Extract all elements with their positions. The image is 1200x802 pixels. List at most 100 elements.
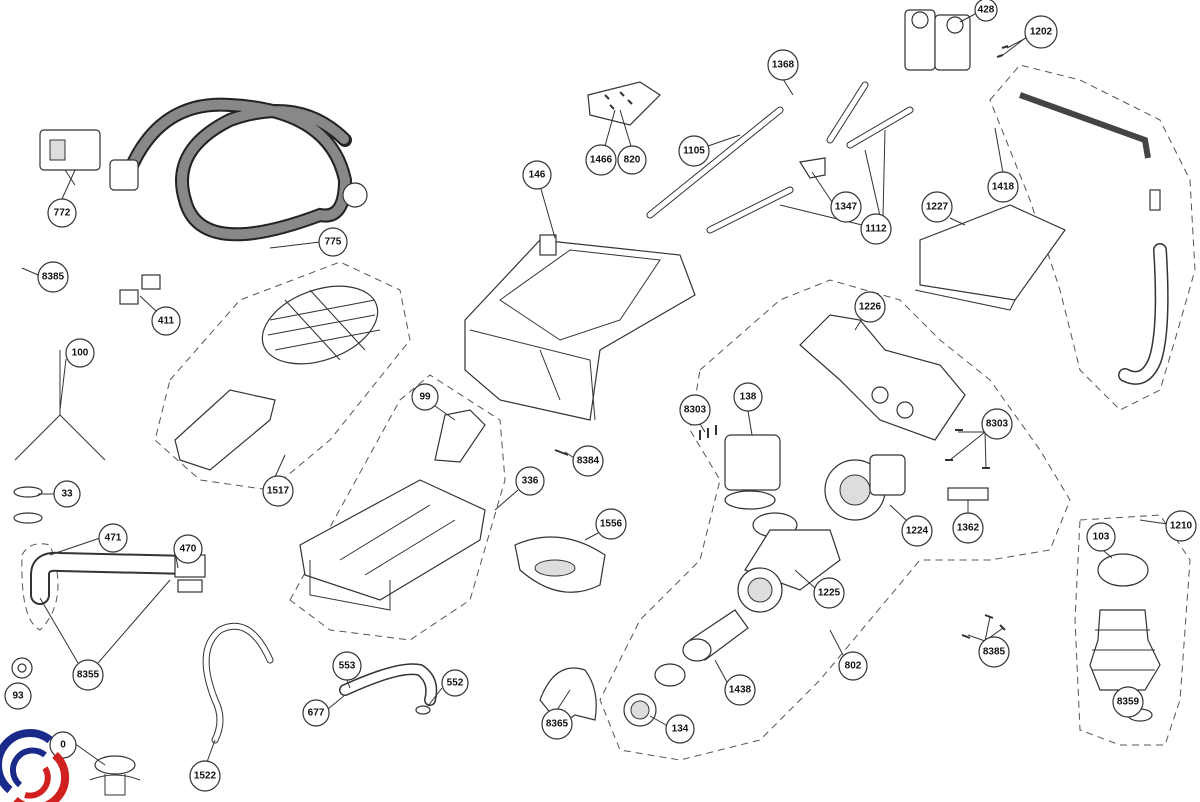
- svg-text:470: 470: [180, 544, 197, 555]
- svg-text:553: 553: [339, 661, 356, 672]
- svg-text:1226: 1226: [859, 302, 882, 313]
- svg-text:1556: 1556: [600, 519, 623, 530]
- callout-1368: 1368: [767, 49, 799, 81]
- svg-text:93: 93: [12, 691, 24, 702]
- svg-text:8365: 8365: [546, 719, 569, 730]
- svg-text:33: 33: [61, 489, 73, 500]
- drawer-336: [299, 479, 486, 611]
- svg-text:8384: 8384: [577, 456, 600, 467]
- callout-8303-b: 8303: [981, 408, 1013, 440]
- callout-8355: 8355: [72, 659, 104, 691]
- brand-logo: [0, 729, 70, 802]
- hose-1522: [202, 622, 274, 744]
- svg-text:1517: 1517: [267, 486, 290, 497]
- svg-text:1105: 1105: [683, 146, 705, 157]
- clips-33: [13, 486, 43, 524]
- svg-text:677: 677: [308, 708, 325, 719]
- hoses-1105-1112: [646, 81, 914, 234]
- leader-lines: [21, 13, 1168, 766]
- svg-text:1438: 1438: [729, 685, 752, 696]
- callout-1466: 1466: [585, 144, 617, 176]
- callout-1556: 1556: [595, 508, 627, 540]
- screws-8385b: [961, 614, 1006, 639]
- drain-hose-471: [30, 551, 206, 605]
- callout-471: 471: [98, 523, 128, 553]
- callout-775: 775: [318, 227, 348, 257]
- svg-text:552: 552: [447, 678, 464, 689]
- clip-411: [119, 274, 161, 305]
- callout-1362: 1362: [952, 512, 984, 544]
- handle-1556: [514, 536, 606, 593]
- outline-1418: [989, 64, 1196, 411]
- siphon-99: [434, 409, 486, 463]
- callout-138: 138: [733, 382, 763, 412]
- svg-text:1112: 1112: [865, 224, 887, 235]
- clamp-103: [1097, 553, 1149, 587]
- callout-820: 820: [617, 145, 647, 175]
- svg-text:8303: 8303: [684, 405, 707, 416]
- callout-146: 146: [522, 160, 552, 190]
- svg-text:772: 772: [54, 208, 71, 219]
- svg-text:8385: 8385: [983, 647, 1006, 658]
- callout-8365: 8365: [541, 708, 573, 740]
- filter-1517: [174, 285, 381, 471]
- callout-93: 93: [4, 682, 32, 710]
- callout-772: 772: [47, 198, 77, 228]
- svg-text:336: 336: [522, 476, 539, 487]
- svg-text:1522: 1522: [194, 771, 217, 782]
- svg-text:1347: 1347: [835, 202, 858, 213]
- callout-336: 336: [515, 466, 545, 496]
- screws-1202: [996, 45, 1009, 58]
- outline-336: [289, 374, 506, 641]
- svg-text:99: 99: [419, 392, 431, 403]
- outline-1517: [154, 261, 411, 491]
- svg-text:8303: 8303: [986, 419, 1009, 430]
- svg-text:100: 100: [72, 348, 89, 359]
- svg-text:1368: 1368: [772, 60, 795, 71]
- callout-100: 100: [65, 338, 95, 368]
- svg-text:411: 411: [158, 316, 175, 327]
- pressure-switch-772: [39, 129, 101, 186]
- parts: [11, 9, 1169, 796]
- callouts: 0 772 775 8385 411 100 33 471 470 8355 9…: [4, 0, 1197, 792]
- callout-1227: 1227: [921, 191, 953, 223]
- callout-1224: 1224: [901, 515, 933, 547]
- clamp-93: [11, 657, 33, 679]
- callout-1522: 1522: [189, 760, 221, 792]
- clip-0: [89, 755, 141, 796]
- clip-1362: [947, 487, 989, 501]
- hose-553: [339, 663, 438, 706]
- svg-text:428: 428: [978, 5, 995, 16]
- svg-text:8385: 8385: [42, 272, 65, 283]
- callout-411: 411: [151, 306, 181, 336]
- bellows-8359: [1089, 609, 1161, 722]
- pump-138: [724, 434, 781, 510]
- callout-1438: 1438: [724, 674, 756, 706]
- callout-8385-b: 8385: [978, 636, 1010, 668]
- dispenser-146: [464, 234, 696, 421]
- screws-8303: [699, 425, 990, 469]
- svg-text:471: 471: [105, 533, 122, 544]
- callout-1347: 1347: [830, 191, 862, 223]
- callout-0: 0: [49, 731, 77, 759]
- svg-text:103: 103: [1093, 532, 1110, 543]
- svg-text:138: 138: [740, 392, 757, 403]
- svg-text:1202: 1202: [1030, 27, 1053, 38]
- group-outlines: [21, 64, 1196, 761]
- screw-8384: [554, 449, 569, 456]
- callout-1210: 1210: [1165, 510, 1197, 542]
- callout-1226: 1226: [854, 291, 886, 323]
- callout-33: 33: [53, 480, 81, 508]
- svg-text:1224: 1224: [906, 526, 929, 537]
- callout-1105: 1105: [678, 135, 710, 167]
- svg-text:1227: 1227: [926, 202, 949, 213]
- svg-text:8355: 8355: [77, 670, 100, 681]
- pump-1224: [824, 454, 906, 521]
- callout-8384: 8384: [572, 445, 604, 477]
- hose-1418: [1018, 92, 1169, 385]
- callout-552: 552: [441, 669, 469, 697]
- valve-428: [904, 9, 971, 71]
- callout-8303-a: 8303: [679, 394, 711, 426]
